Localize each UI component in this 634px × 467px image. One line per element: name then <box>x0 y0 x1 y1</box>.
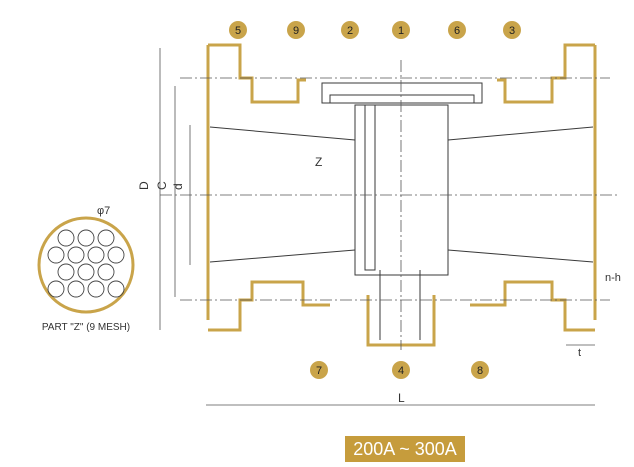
mesh-diameter-label: φ7 <box>97 205 110 217</box>
center-lines <box>160 60 620 350</box>
part-balloon-4: 4 <box>392 361 410 379</box>
dimension-lines <box>159 48 595 406</box>
svg-text:7: 7 <box>316 365 322 377</box>
svg-text:8: 8 <box>477 365 483 377</box>
part-balloon-9: 9 <box>287 21 305 39</box>
part-balloon-2: 2 <box>341 21 359 39</box>
svg-text:1: 1 <box>398 25 404 37</box>
dim-L-label: L <box>398 391 405 405</box>
size-range-label: 200A ~ 300A <box>353 439 457 459</box>
dim-t-label: t <box>578 347 581 359</box>
part-balloon-5: 5 <box>229 21 247 39</box>
dim-C-label: C <box>155 181 169 190</box>
z-callout-label: Z <box>315 155 322 169</box>
part-balloon-7: 7 <box>310 361 328 379</box>
mesh-caption: PART "Z" (9 MESH) <box>42 322 130 333</box>
part-balloon-1: 1 <box>392 21 410 39</box>
svg-text:4: 4 <box>398 365 404 377</box>
dim-nh-label: n-h <box>605 272 621 284</box>
internal-lines <box>209 82 594 340</box>
svg-text:3: 3 <box>509 25 515 37</box>
dim-d-label: d <box>171 183 185 190</box>
svg-text:6: 6 <box>454 25 460 37</box>
svg-text:2: 2 <box>347 25 353 37</box>
strainer-body <box>206 43 597 347</box>
part-balloon-3: 3 <box>503 21 521 39</box>
svg-text:9: 9 <box>293 25 299 37</box>
mesh-detail <box>37 216 135 314</box>
dim-D-label: D <box>137 181 151 190</box>
part-balloon-6: 6 <box>448 21 466 39</box>
svg-text:5: 5 <box>235 25 241 37</box>
size-range-badge: 200A ~ 300A <box>345 436 465 462</box>
part-balloon-8: 8 <box>471 361 489 379</box>
